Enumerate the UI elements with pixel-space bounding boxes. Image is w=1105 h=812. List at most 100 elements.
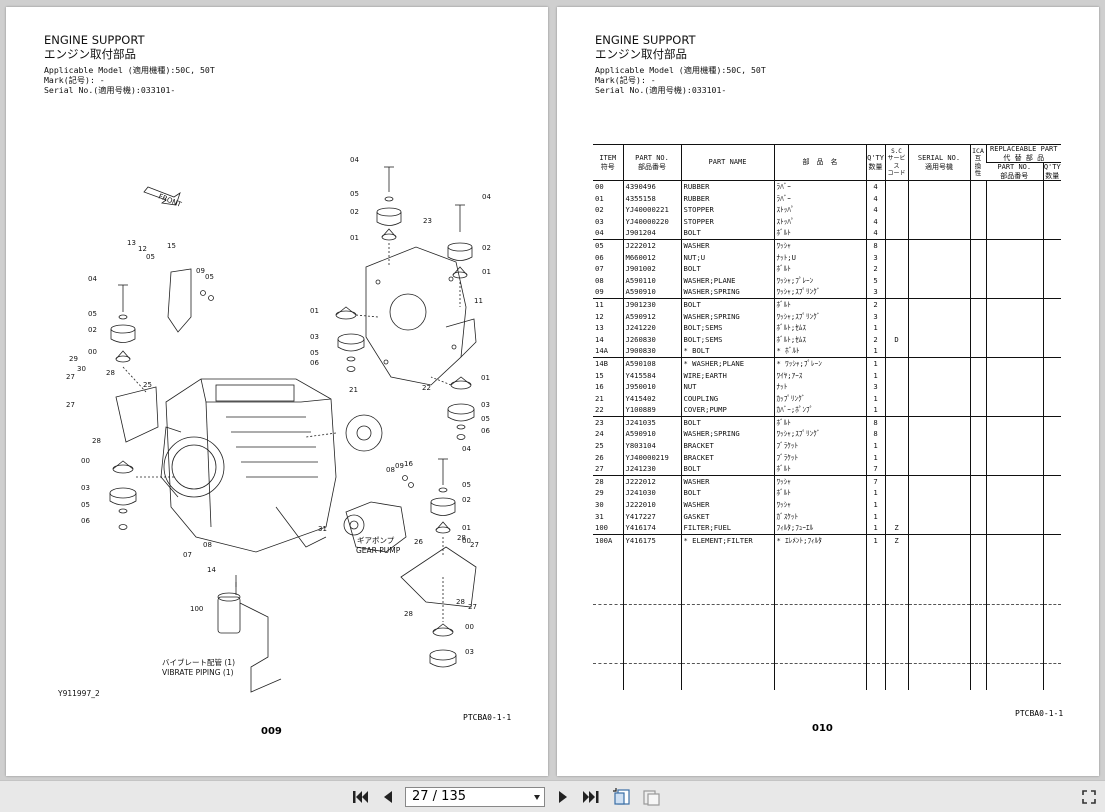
name-jp-cell: ﾅｯﾄ;U	[773, 251, 866, 264]
serial-cell	[907, 298, 970, 311]
callout: 05	[88, 310, 97, 318]
left-mark: Mark(記号): -	[44, 75, 105, 85]
page-selector[interactable]: 27 / 135	[405, 787, 545, 807]
right-model: Applicable Model (適用機種):50C, 50T	[595, 65, 766, 75]
qty-cell: 2	[865, 333, 885, 346]
blank-cell	[907, 546, 970, 606]
left-serial: Serial No.(適用号機):033101-	[44, 85, 176, 95]
prev-page-button[interactable]	[378, 787, 398, 807]
repl-qty-cell	[1042, 239, 1061, 252]
name-jp-cell: ﾎﾞﾙﾄ;ｾﾑｽ	[773, 333, 866, 346]
part-no-cell: Y100889	[622, 404, 681, 417]
name-jp-cell: ｽﾄｯﾊﾟ	[773, 215, 866, 228]
right-header: ENGINE SUPPORT エンジン取付部品 Applicable Model…	[595, 33, 766, 95]
fullscreen-button[interactable]	[1079, 787, 1099, 807]
part-name-cell: COUPLING	[680, 392, 774, 405]
part-name-cell: STOPPER	[680, 215, 774, 228]
repl-part-no-cell	[985, 251, 1043, 264]
name-jp-cell: ﾎﾞﾙﾄ	[773, 416, 866, 429]
name-jp-cell: * ﾎﾞﾙﾄ	[773, 345, 866, 358]
repl-qty-cell	[1042, 416, 1061, 429]
callout: 01	[462, 524, 471, 532]
double-page-view-button[interactable]	[641, 787, 661, 807]
part-name-cell: RUBBER	[680, 192, 774, 205]
sc-code-cell	[884, 286, 908, 299]
qty-cell: 3	[865, 310, 885, 323]
blank-cell	[985, 604, 1043, 665]
right-title-en: ENGINE SUPPORT	[595, 33, 696, 47]
col-part-name: PART NAME	[680, 144, 774, 181]
ica-cell	[969, 451, 986, 464]
callout: 00	[81, 457, 90, 465]
ica-cell	[969, 286, 986, 299]
part-no-cell: J241220	[622, 322, 681, 334]
callout: 06	[310, 359, 319, 367]
item-cell: 11	[595, 299, 604, 309]
two-page-view-icon	[643, 790, 660, 806]
blank-cell	[593, 664, 623, 691]
sc-code-cell	[884, 487, 908, 500]
name-jp-cell: ﾎﾞﾙﾄ	[773, 487, 866, 500]
name-jp-cell: ﾗﾊﾞｰ	[773, 192, 866, 205]
serial-cell	[907, 227, 970, 240]
serial-cell	[907, 286, 970, 299]
blank-cell	[865, 663, 885, 691]
callout: 08	[203, 541, 212, 549]
name-jp-cell: ｽﾄｯﾊﾟ	[773, 204, 866, 216]
callout: 06	[481, 427, 490, 435]
repl-qty-cell	[1042, 310, 1061, 323]
part-name-cell: WASHER;SPRING	[680, 310, 774, 323]
next-page-button[interactable]	[553, 787, 573, 807]
callout: 29	[69, 355, 78, 363]
serial-cell	[907, 204, 970, 216]
serial-cell	[907, 215, 970, 228]
repl-part-no-cell	[985, 263, 1043, 275]
repl-part-no-cell	[985, 286, 1043, 299]
col-repl-part-no: PART NO.部品番号	[986, 162, 1043, 181]
part-no-cell: J900830	[622, 345, 681, 358]
sc-code-cell	[884, 215, 908, 228]
first-page-icon	[353, 791, 368, 803]
part-no-cell: Y416174	[622, 522, 681, 535]
col-serial: SERIAL NO.適用号機	[907, 144, 970, 181]
item-cell: 28	[595, 476, 604, 486]
item-cell: 09	[593, 286, 623, 299]
repl-part-no-cell	[985, 440, 1043, 452]
ica-cell	[969, 499, 986, 511]
first-page-button[interactable]	[350, 787, 370, 807]
repl-qty-cell	[1042, 357, 1061, 370]
callout-labels: 04 05 02 01 23 04 02 01 11 13 12 05 15 0…	[66, 156, 491, 656]
name-jp-cell: ﾜｯｼｬ	[773, 499, 866, 511]
serial-cell	[907, 487, 970, 500]
serial-cell	[907, 322, 970, 334]
part-name-cell: WASHER;SPRING	[680, 286, 774, 299]
part-name-cell: * WASHER;PLANE	[680, 357, 774, 370]
blank-cell	[1042, 663, 1061, 691]
item-cell: 13	[595, 323, 604, 333]
part-no-cell: A590108	[622, 357, 681, 370]
callout: 03	[481, 401, 490, 409]
ica-cell	[969, 251, 986, 264]
callout: 11	[474, 297, 483, 305]
part-no-cell: Y417227	[622, 510, 681, 523]
serial-cell	[907, 428, 970, 441]
last-page-button[interactable]	[581, 787, 601, 807]
part-name-cell: BOLT;SEMS	[680, 333, 774, 346]
left-page-number: 009	[261, 726, 282, 737]
single-page-view-button[interactable]	[612, 787, 632, 807]
blank-cell	[773, 546, 866, 606]
ica-cell	[969, 333, 986, 346]
bracket-26	[400, 546, 477, 608]
